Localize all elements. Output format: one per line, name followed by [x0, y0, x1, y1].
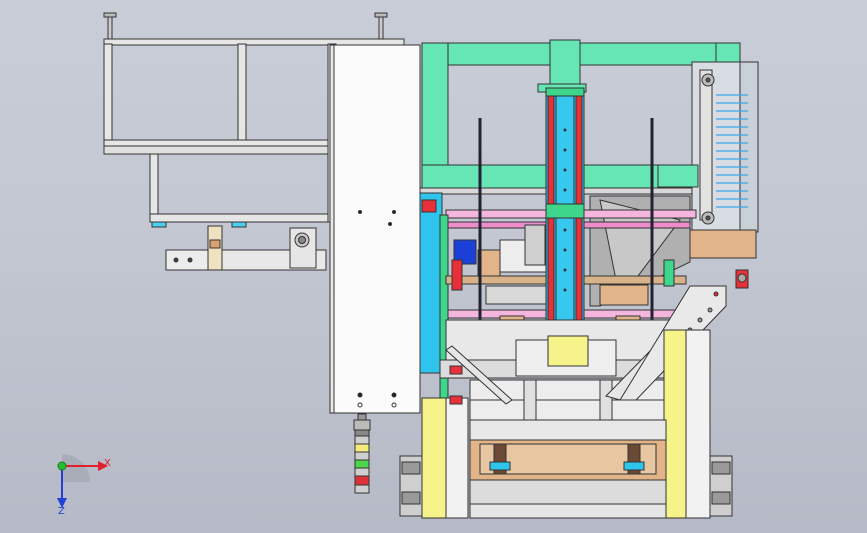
leveling-foot-right [374, 12, 388, 40]
right-guard-assembly [657, 61, 759, 259]
z-axis-label: Z [58, 506, 65, 517]
electrical-cabinet [329, 44, 421, 414]
linear-slide-module [165, 225, 327, 271]
caster-left [399, 455, 423, 517]
caster-wheels [399, 455, 733, 517]
left-cyan-upright [419, 192, 449, 406]
cylinder-details [449, 269, 749, 405]
yellow-support-legs [421, 329, 711, 519]
bottom-base [469, 419, 667, 519]
caster-right [709, 455, 733, 517]
leveling-foot-left [103, 12, 117, 40]
coordinate-triad: X Z [57, 454, 111, 517]
central-column [545, 87, 585, 333]
x-axis-label: X [104, 458, 111, 469]
signal-tower [353, 413, 371, 494]
